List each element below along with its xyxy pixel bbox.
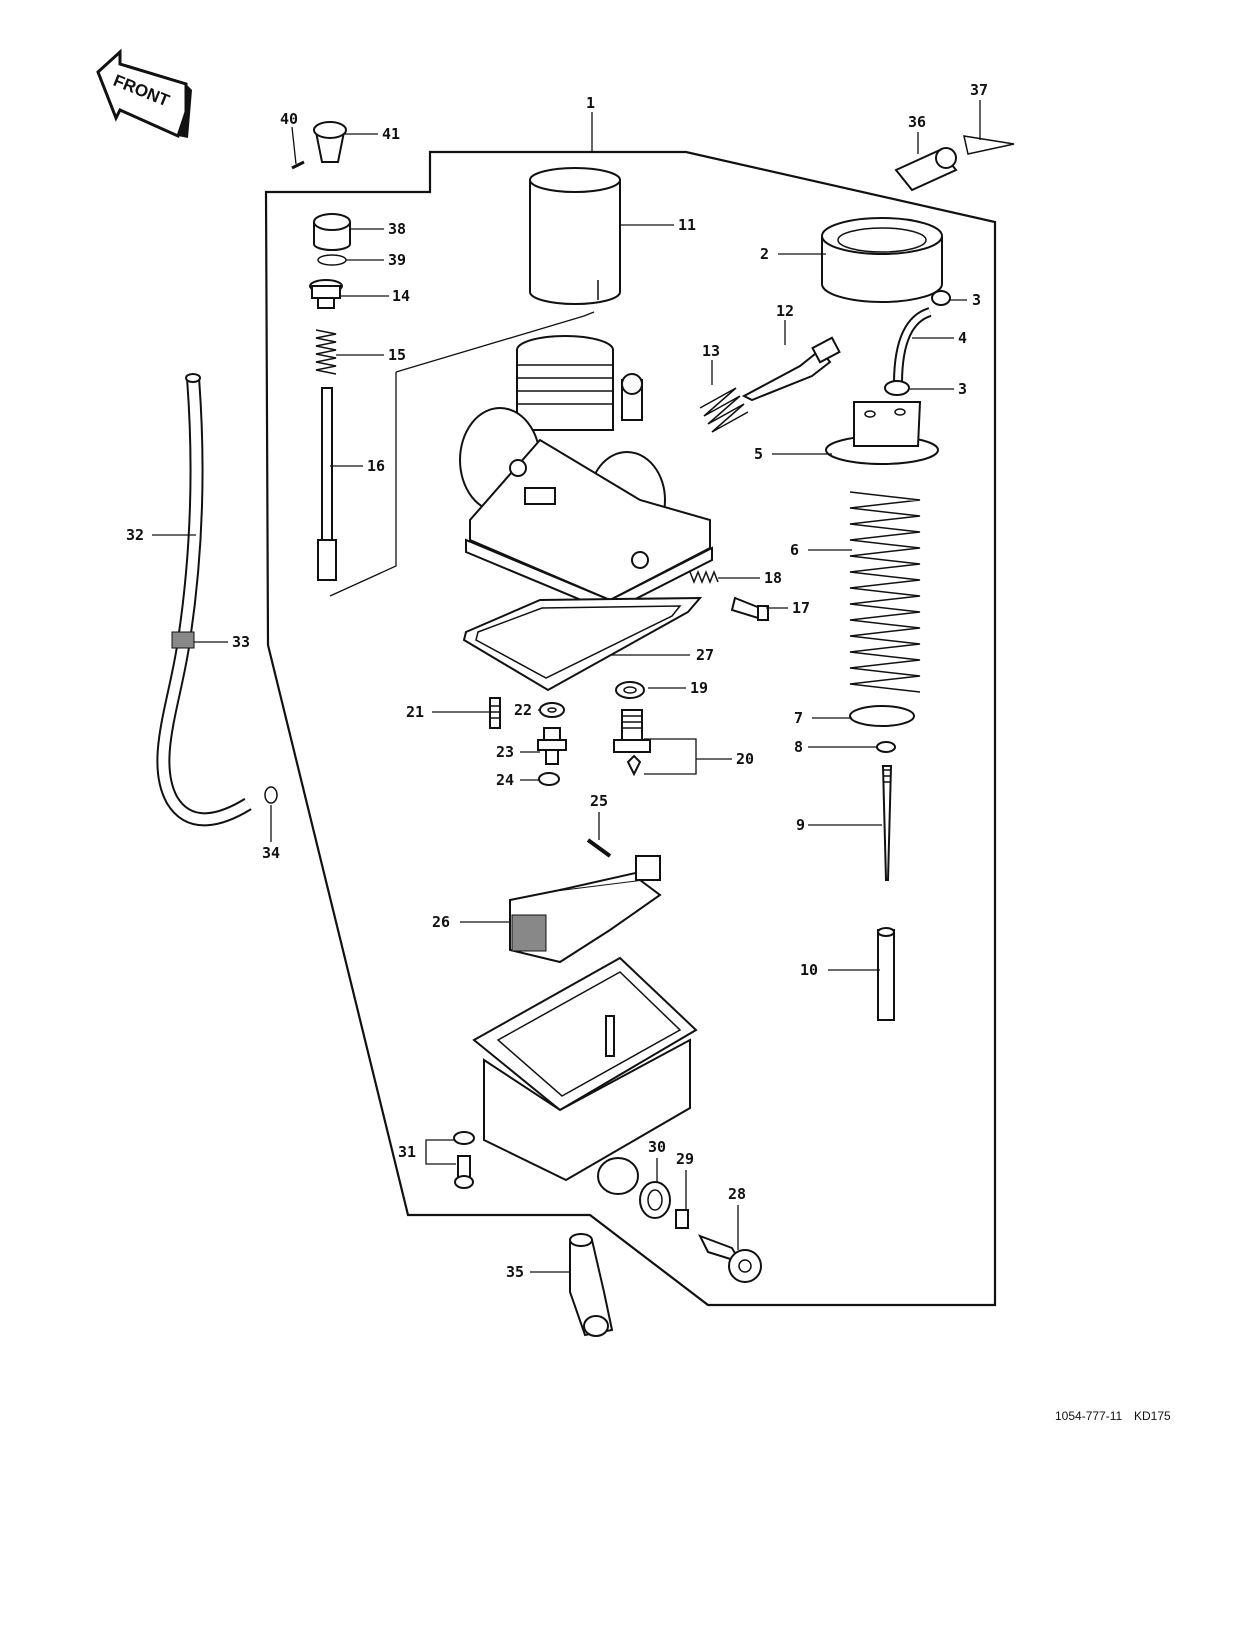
leader-lines bbox=[152, 100, 981, 1273]
callout-16: 16 bbox=[367, 457, 385, 475]
nut-3-top-icon bbox=[931, 290, 951, 306]
callout-34: 34 bbox=[262, 844, 280, 862]
float-valve-seat-icon bbox=[613, 709, 651, 777]
overflow-elbow-icon bbox=[569, 1233, 614, 1337]
float-bowl-gasket-icon bbox=[462, 596, 703, 692]
cable-16-icon bbox=[317, 387, 337, 581]
callout-14: 14 bbox=[392, 287, 410, 305]
washer-22-icon bbox=[539, 702, 565, 718]
float-bowl-icon bbox=[472, 956, 698, 1195]
chamber-cap-icon bbox=[825, 401, 939, 465]
callout-33: 33 bbox=[232, 633, 250, 651]
rubber-cap-icon bbox=[313, 213, 351, 251]
air-screw-spring-icon bbox=[689, 569, 719, 585]
callout-20: 20 bbox=[736, 750, 754, 768]
callout-labels: 1 2 3 3 4 5 6 7 8 9 10 11 12 13 14 15 16… bbox=[126, 81, 988, 1281]
callout-15: 15 bbox=[388, 346, 406, 364]
callout-10: 10 bbox=[800, 961, 818, 979]
pilot-jet-icon bbox=[489, 697, 501, 729]
callout-41: 41 bbox=[382, 125, 400, 143]
clip-39-icon bbox=[317, 254, 347, 266]
callout-19: 19 bbox=[690, 679, 708, 697]
callout-36: 36 bbox=[908, 113, 926, 131]
callout-31: 31 bbox=[398, 1143, 416, 1161]
idle-screw-spring-icon bbox=[699, 387, 749, 433]
chamber-top-sleeve-icon bbox=[529, 167, 621, 305]
callout-4: 4 bbox=[958, 329, 967, 347]
throttle-spring-icon bbox=[849, 491, 921, 693]
callout-28: 28 bbox=[728, 1185, 746, 1203]
callout-17: 17 bbox=[792, 599, 810, 617]
callout-30: 30 bbox=[648, 1138, 666, 1156]
front-arrow-icon: FRONT bbox=[96, 48, 192, 139]
jet-needle-icon bbox=[881, 765, 893, 881]
callout-24: 24 bbox=[496, 771, 514, 789]
float-icon bbox=[509, 855, 662, 964]
callout-13: 13 bbox=[702, 342, 720, 360]
callout-32: 32 bbox=[126, 526, 144, 544]
carburetor-body-icon bbox=[459, 335, 713, 637]
callout-8: 8 bbox=[794, 738, 803, 756]
clip-37-icon bbox=[963, 135, 1015, 155]
callout-22: 22 bbox=[514, 701, 532, 719]
screw-31-icon bbox=[453, 1131, 475, 1189]
fuel-hose-icon bbox=[156, 373, 252, 827]
callout-21: 21 bbox=[406, 703, 424, 721]
cable-adjuster-tube-icon bbox=[893, 307, 932, 385]
throttle-valve-icon bbox=[877, 927, 895, 1021]
callout-26: 26 bbox=[432, 913, 450, 931]
callout-3a: 3 bbox=[972, 291, 981, 309]
screw-29-icon bbox=[675, 1209, 689, 1229]
callout-9: 9 bbox=[796, 816, 805, 834]
o-ring-24-icon bbox=[538, 772, 560, 786]
nut-3-lower-icon bbox=[884, 380, 910, 396]
callout-35: 35 bbox=[506, 1263, 524, 1281]
drain-plug-icon bbox=[697, 1234, 762, 1283]
callout-39: 39 bbox=[388, 251, 406, 269]
air-screw-icon bbox=[730, 596, 769, 621]
knob-41-icon bbox=[313, 121, 347, 163]
idle-screw-icon bbox=[741, 336, 841, 402]
callout-5: 5 bbox=[754, 445, 763, 463]
callout-11: 11 bbox=[678, 216, 696, 234]
callout-38: 38 bbox=[388, 220, 406, 238]
float-pin-icon bbox=[586, 838, 612, 858]
washer-19-icon bbox=[615, 681, 645, 699]
pin-40-icon bbox=[291, 160, 305, 170]
callout-7: 7 bbox=[794, 709, 803, 727]
model-code: KD175 bbox=[1134, 1409, 1171, 1423]
cable-adjuster-icon bbox=[894, 147, 958, 192]
hose-clip-34-icon bbox=[264, 786, 278, 804]
callout-40: 40 bbox=[280, 110, 298, 128]
callout-3b: 3 bbox=[958, 380, 967, 398]
callout-29: 29 bbox=[676, 1150, 694, 1168]
callout-37: 37 bbox=[970, 81, 988, 99]
callout-23: 23 bbox=[496, 743, 514, 761]
callout-18: 18 bbox=[764, 569, 782, 587]
chamber-nut-icon bbox=[821, 217, 943, 303]
reference-code: 1054-777-11 bbox=[1055, 1409, 1122, 1423]
callout-27: 27 bbox=[696, 646, 714, 664]
spring-15-icon bbox=[315, 329, 337, 375]
o-ring-30-icon bbox=[639, 1181, 671, 1219]
callout-2: 2 bbox=[760, 245, 769, 263]
callout-25: 25 bbox=[590, 792, 608, 810]
needle-retainer-plate-icon bbox=[849, 705, 915, 727]
assembly-boundary bbox=[264, 150, 997, 1307]
callout-12: 12 bbox=[776, 302, 794, 320]
callout-1: 1 bbox=[586, 94, 595, 112]
cap-14-icon bbox=[309, 279, 343, 309]
callout-6: 6 bbox=[790, 541, 799, 559]
needle-jet-holder-icon bbox=[537, 727, 567, 765]
hose-clamp-33-icon bbox=[171, 631, 195, 649]
clip-8-icon bbox=[876, 741, 896, 753]
